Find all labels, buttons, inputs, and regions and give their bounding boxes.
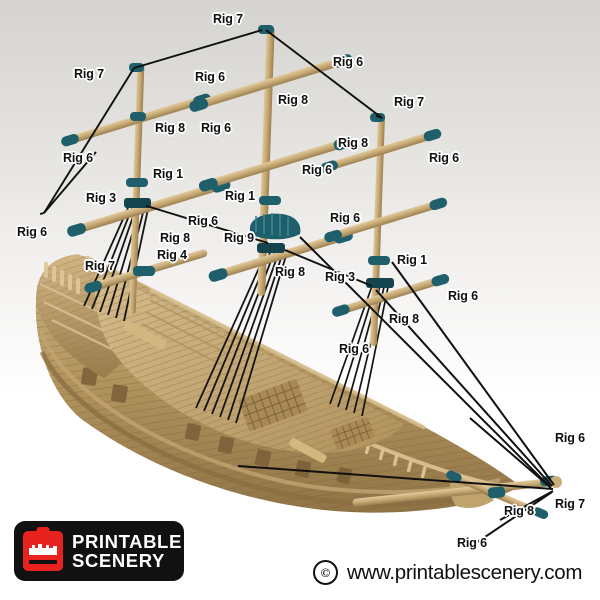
logo-line-1: PRINTABLE [72, 530, 182, 552]
rig-label-l12: Rig 6 [428, 150, 460, 165]
rig-label-l02: Rig 7 [73, 66, 105, 81]
rig-label-l19: Rig 8 [159, 230, 191, 245]
copyright-footer: © www.printablescenery.com [313, 560, 582, 585]
rigging-stays [39, 29, 555, 544]
rig-label-l14: Rig 3 [85, 190, 117, 205]
castle-glyph-icon [29, 544, 57, 555]
ship-deck [94, 268, 404, 463]
rig-label-l13: Rig 1 [152, 166, 184, 181]
rig-label-l03: Rig 6 [194, 69, 226, 84]
rig-label-l18: Rig 6 [329, 210, 361, 225]
rig-label-l16: Rig 6 [16, 224, 48, 239]
logo-mark-bar [29, 560, 57, 564]
rig-label-l05: Rig 8 [277, 92, 309, 107]
rig-label-l07: Rig 8 [154, 120, 186, 135]
rig-label-l04: Rig 6 [332, 54, 364, 69]
copyright-icon: © [313, 560, 338, 585]
rig-label-l17: Rig 6 [187, 213, 219, 228]
rig-label-l24: Rig 3 [324, 269, 356, 284]
rig-label-l28: Rig 6 [338, 341, 370, 356]
rig-label-l08: Rig 6 [200, 120, 232, 135]
rig-label-l30: Rig 7 [554, 496, 586, 511]
rig-label-l26: Rig 6 [447, 288, 479, 303]
printable-scenery-logo: PRINTABLE SCENERY [14, 521, 184, 581]
printable-scenery-mark-icon [23, 527, 63, 571]
rig-label-l23: Rig 8 [274, 264, 306, 279]
rig-label-l09: Rig 8 [337, 135, 369, 150]
rig-label-l10: Rig 6 [62, 150, 94, 165]
rig-label-l29: Rig 6 [554, 430, 586, 445]
rig-label-l32: Rig 6 [456, 535, 488, 550]
rig-label-l27: Rig 8 [388, 311, 420, 326]
logo-mark-tab [36, 527, 50, 534]
logo-line-2: SCENERY [72, 550, 165, 571]
rig-label-l21: Rig 4 [156, 247, 188, 262]
rig-label-l20: Rig 9 [223, 230, 255, 245]
rig-label-l25: Rig 1 [396, 252, 428, 267]
rig-label-l22: Rig 7 [84, 258, 116, 273]
logo-wordmark: PRINTABLE SCENERY [72, 530, 182, 571]
rig-label-l11: Rig 6 [301, 162, 333, 177]
crows-nest [250, 213, 301, 240]
rig-label-l15: Rig 1 [224, 188, 256, 203]
rig-label-l06: Rig 7 [393, 94, 425, 109]
rig-label-l31: Rig 8 [503, 503, 535, 518]
website-url: www.printablescenery.com [347, 560, 583, 584]
rig-label-l01: Rig 7 [212, 11, 244, 26]
